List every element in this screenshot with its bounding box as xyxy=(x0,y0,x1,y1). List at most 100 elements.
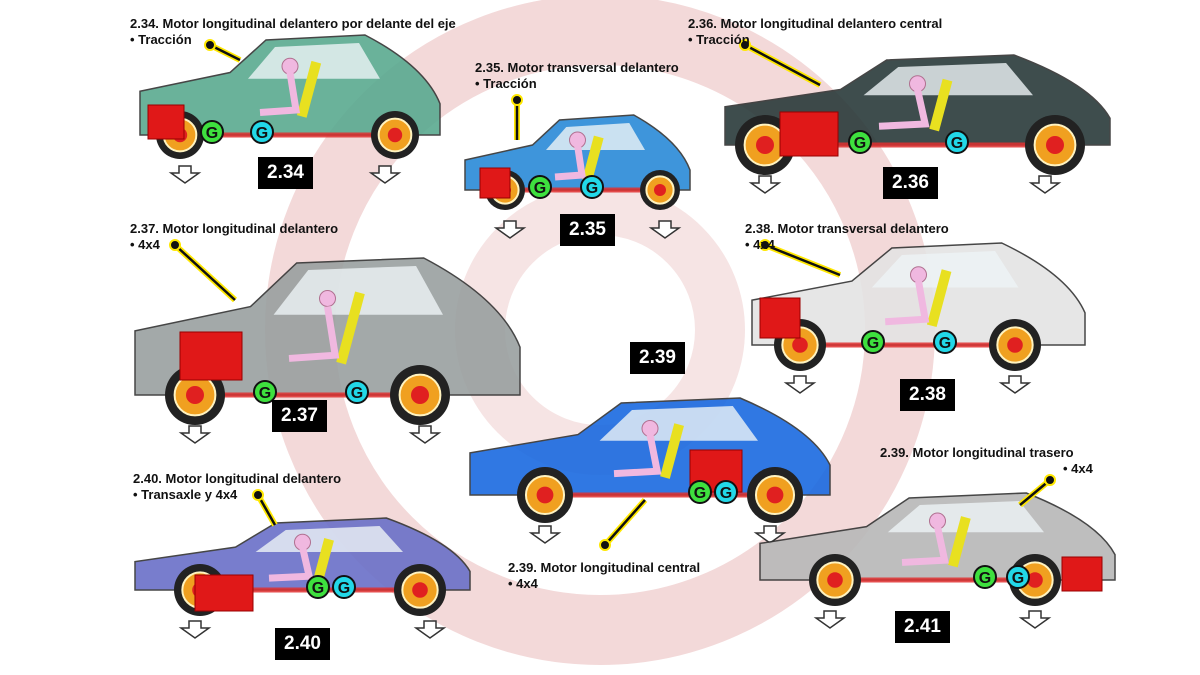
title-text: 2.37. Motor longitudinal delantero xyxy=(130,221,339,236)
title-2-39-trasero: 2.39. Motor longitudinal trasero• 4x4 xyxy=(880,445,1093,477)
window xyxy=(273,266,443,315)
dummy-head xyxy=(281,57,299,75)
down-arrow-icon xyxy=(1028,175,1062,194)
dummy-body xyxy=(554,144,587,181)
title-text: 2.40. Motor longitudinal delantero xyxy=(133,471,342,486)
down-arrow-icon xyxy=(753,525,787,544)
gearbox-icon: G xyxy=(580,175,604,199)
label-2-37: 2.37 xyxy=(272,400,327,432)
title-text: 2.36. Motor longitudinal delantero centr… xyxy=(688,16,943,31)
dummy-body xyxy=(288,306,340,362)
dummy-head xyxy=(910,266,927,284)
label-2-36: 2.36 xyxy=(883,167,938,199)
wheel xyxy=(517,467,573,523)
pointer-arrow-icon xyxy=(739,39,822,88)
window xyxy=(863,63,1033,96)
down-arrow-icon xyxy=(748,175,782,194)
wheel xyxy=(747,467,803,523)
seat xyxy=(296,60,322,118)
engine-block xyxy=(194,574,254,612)
down-arrow-icon xyxy=(493,220,527,239)
gearbox-icon: G xyxy=(848,130,872,154)
gearbox-icon: G xyxy=(253,380,277,404)
subtitle-text: • 4x4 xyxy=(1063,461,1093,476)
subtitle-text: • Tracción xyxy=(130,32,192,47)
title-2-34: 2.34. Motor longitudinal delantero por d… xyxy=(130,16,456,48)
title-2-37: 2.37. Motor longitudinal delantero• 4x4 xyxy=(130,221,338,253)
window xyxy=(871,251,1019,288)
dummy-body xyxy=(878,88,930,130)
svg-text:G: G xyxy=(338,580,350,597)
gearbox-icon: G xyxy=(200,120,224,144)
engine-block xyxy=(1061,556,1103,592)
gearbox-icon: G xyxy=(973,565,997,589)
wheel xyxy=(394,564,446,616)
svg-text:G: G xyxy=(259,385,271,402)
title-2-39-central: 2.39. Motor longitudinal central• 4x4 xyxy=(508,560,700,592)
gearbox-icon: G xyxy=(250,120,274,144)
label-2-41: 2.41 xyxy=(895,611,950,643)
subtitle-text: • 4x4 xyxy=(508,576,538,591)
gearbox-icon: G xyxy=(861,330,885,354)
pointer-arrow-icon xyxy=(599,498,648,551)
title-text: 2.39. Motor longitudinal trasero xyxy=(880,445,1074,460)
gearbox-icon: G xyxy=(688,480,712,504)
seat xyxy=(336,291,365,365)
down-arrow-icon xyxy=(813,610,847,629)
title-2-35: 2.35. Motor transversal delantero• Tracc… xyxy=(475,60,679,92)
wheel xyxy=(809,554,861,606)
title-2-38: 2.38. Motor transversal delantero• 4x4 xyxy=(745,221,949,253)
title-text: 2.34. Motor longitudinal delantero por d… xyxy=(130,16,456,31)
pointer-arrow-icon xyxy=(169,239,238,303)
pointer-arrow-icon xyxy=(759,239,842,278)
gearbox-icon: G xyxy=(332,575,356,599)
svg-text:G: G xyxy=(1012,570,1024,587)
down-arrow-icon xyxy=(413,620,447,639)
dummy-body xyxy=(884,280,930,326)
svg-text:G: G xyxy=(694,485,706,502)
svg-text:G: G xyxy=(256,125,268,142)
label-2-39: 2.39 xyxy=(630,342,685,374)
subtitle-text: • Tracción xyxy=(475,76,537,91)
down-arrow-icon xyxy=(368,165,402,184)
engine-block xyxy=(179,331,243,381)
svg-text:G: G xyxy=(720,485,732,502)
gearbox-icon: G xyxy=(933,330,957,354)
window xyxy=(248,43,380,79)
subtitle-text: • Tracción xyxy=(688,32,750,47)
engine-block xyxy=(147,104,185,140)
wheel xyxy=(1025,115,1085,175)
svg-text:G: G xyxy=(979,570,991,587)
down-arrow-icon xyxy=(1018,610,1052,629)
seat xyxy=(926,269,952,328)
wheel xyxy=(390,365,450,425)
label-2-40: 2.40 xyxy=(275,628,330,660)
svg-text:G: G xyxy=(854,135,866,152)
label-2-35: 2.35 xyxy=(560,214,615,246)
engine-block xyxy=(479,167,511,199)
dummy-body xyxy=(613,433,662,478)
gearbox-icon: G xyxy=(306,575,330,599)
title-text: 2.39. Motor longitudinal central xyxy=(508,560,701,575)
engine-block xyxy=(759,297,801,339)
svg-text:G: G xyxy=(939,335,951,352)
wheel xyxy=(371,111,419,159)
dummy-body xyxy=(901,525,949,566)
svg-text:G: G xyxy=(867,335,879,352)
gearbox-icon: G xyxy=(345,380,369,404)
down-arrow-icon xyxy=(528,525,562,544)
pointer-arrow-icon xyxy=(511,94,523,140)
label-2-38: 2.38 xyxy=(900,379,955,411)
svg-text:G: G xyxy=(206,125,218,142)
label-2-34: 2.34 xyxy=(258,157,313,189)
dummy-head xyxy=(909,75,926,93)
gearbox-icon: G xyxy=(714,480,738,504)
gearbox-icon: G xyxy=(528,175,552,199)
subtitle-text: • 4x4 xyxy=(745,237,775,252)
seat xyxy=(582,135,604,182)
